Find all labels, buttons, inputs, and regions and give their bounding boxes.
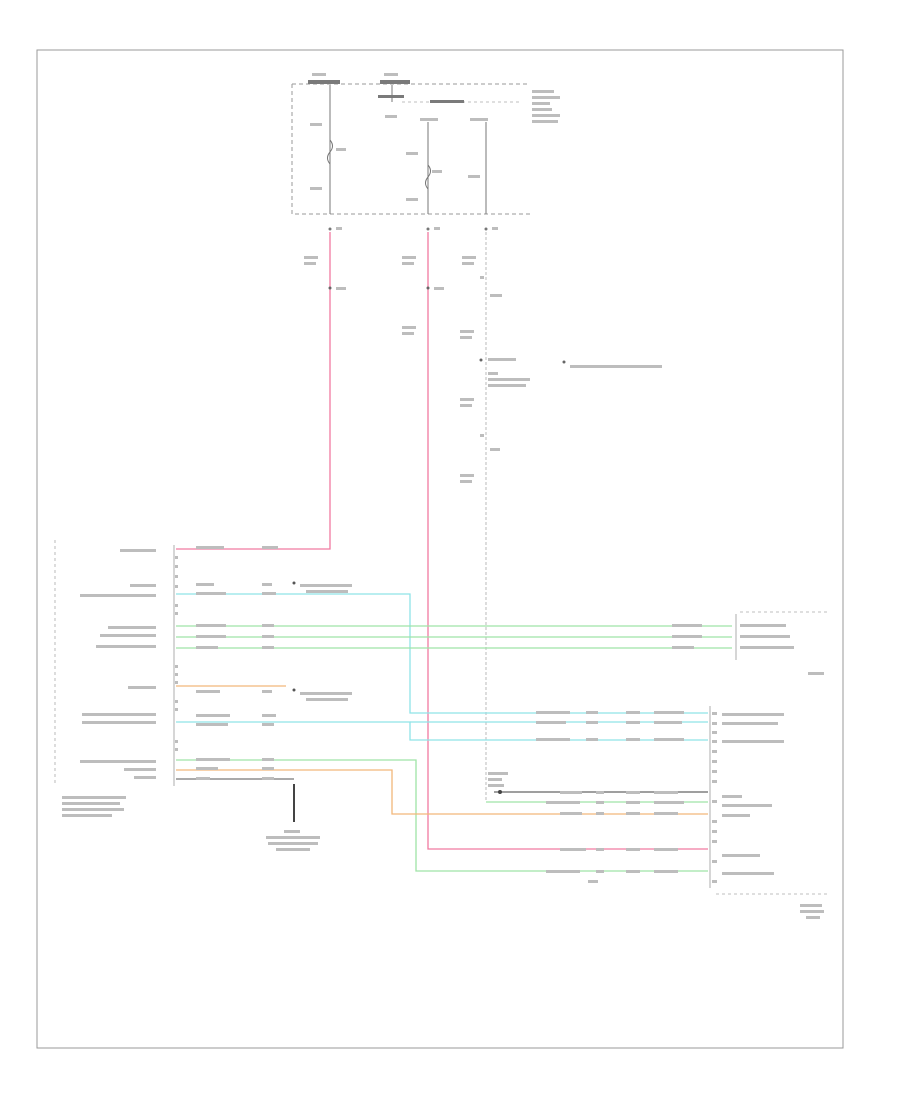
right-speaker-connector	[672, 611, 828, 675]
right-receiver-module	[709, 706, 828, 919]
fuse-box	[291, 73, 560, 215]
power-feed-wires	[176, 232, 708, 850]
fuse-box-terminals	[328, 227, 498, 231]
diagram-frame	[36, 49, 844, 1049]
wire-labels-right	[536, 711, 684, 883]
signal-wires	[176, 593, 732, 872]
wire-labels-left	[196, 546, 352, 780]
ground-circuit-chain	[460, 232, 662, 800]
left-control-module	[54, 540, 178, 817]
